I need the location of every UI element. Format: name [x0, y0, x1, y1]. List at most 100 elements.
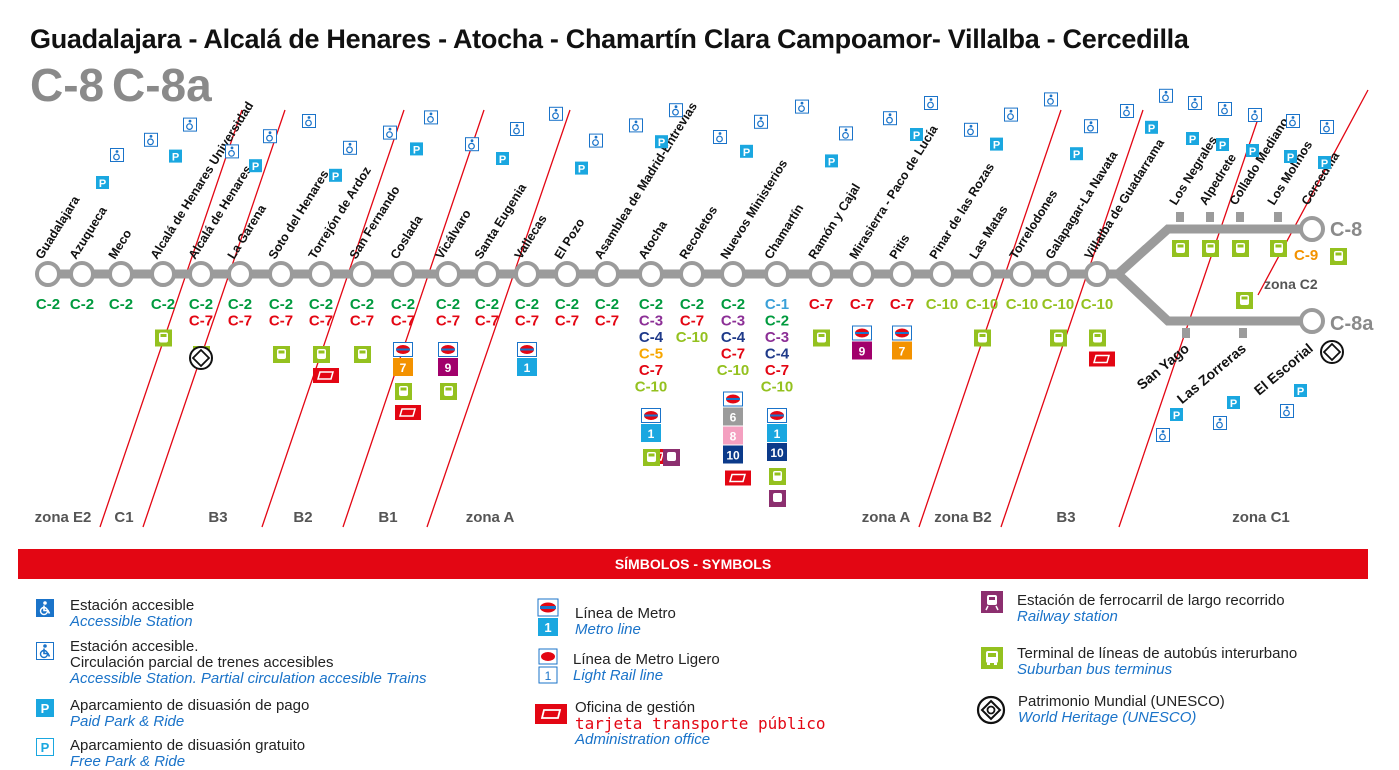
- accessible-icon: [1218, 102, 1232, 116]
- svg-text:P: P: [1249, 146, 1256, 158]
- line-code-c8a: C-8a: [112, 59, 212, 111]
- station-name: Galapagar-La Navata: [1043, 148, 1121, 262]
- accessible-icon: [343, 140, 357, 155]
- parking-icon: P: [1246, 144, 1259, 158]
- svg-text:P: P: [1321, 158, 1328, 170]
- line-badge: C-2: [70, 296, 94, 313]
- line-badge: C-7: [555, 313, 579, 330]
- svg-text:P: P: [743, 147, 750, 159]
- line-badge: C-2: [515, 296, 539, 313]
- svg-text:P: P: [1148, 123, 1155, 135]
- station-dot: [720, 261, 746, 287]
- line-badge: C-4: [721, 329, 746, 346]
- parking-icon: P: [496, 152, 509, 166]
- line-badge: C-2: [391, 296, 415, 313]
- zone-boundary-line: [1000, 109, 1144, 528]
- branch-c8-label: C-8: [1330, 219, 1362, 241]
- parking-icon: P: [1070, 147, 1083, 161]
- accessible-icon: [1188, 96, 1202, 110]
- bus-icon: [273, 346, 290, 363]
- svg-text:P: P: [1287, 152, 1294, 164]
- station-name: Coslada: [388, 212, 426, 262]
- zone-label: B2: [293, 509, 312, 526]
- partial-accessible-icon: [36, 642, 54, 660]
- svg-text:1: 1: [544, 620, 551, 635]
- zone-boundary-line: [1257, 89, 1369, 296]
- accessible-icon: [1044, 92, 1058, 107]
- line-badge: C-7: [639, 362, 663, 379]
- line-badge: C-7: [515, 313, 539, 330]
- accessible-icon: [1004, 107, 1018, 122]
- line-badge: C-10: [717, 362, 750, 379]
- bus-icon: [643, 449, 660, 466]
- station-tick: [1206, 212, 1214, 222]
- station-name: Meco: [106, 227, 135, 262]
- station-dot: [679, 261, 705, 287]
- accessible-icon: [510, 122, 524, 136]
- bus-icon: [313, 346, 330, 363]
- bus-icon: [354, 346, 371, 363]
- accessible-icon: [629, 118, 643, 133]
- svg-text:P: P: [252, 161, 259, 173]
- svg-text:P: P: [1219, 140, 1226, 152]
- svg-text:P: P: [41, 701, 50, 716]
- line-badge: C-10: [966, 296, 999, 313]
- svg-text:1: 1: [545, 669, 552, 683]
- railway-icon: [663, 449, 680, 466]
- zone-label: B3: [208, 509, 227, 526]
- bus-icon: [1172, 240, 1189, 257]
- zone-boundary-line: [142, 109, 286, 528]
- legend-partial-accessible: Estación accesible.Circulación parcial d…: [70, 638, 427, 687]
- zone-boundary-line: [342, 109, 485, 528]
- accessible-icon: [1280, 404, 1294, 418]
- line-badge: C-2: [36, 296, 60, 313]
- accessible-icon: [263, 129, 277, 144]
- accessible-icon: [713, 130, 727, 144]
- parking-icon: P: [655, 135, 668, 149]
- line-badge: C-2: [151, 296, 175, 313]
- line-badge: C-3: [721, 313, 745, 330]
- station-name: El Pozo: [552, 216, 588, 262]
- zone-boundary-line: [99, 109, 243, 528]
- line-badge: C-2: [109, 296, 133, 313]
- station-dot: [514, 261, 540, 287]
- accessible-icon: [383, 125, 397, 140]
- station-dot: [188, 261, 214, 287]
- bus-icon: [1236, 292, 1253, 309]
- zone-boundary-line: [261, 109, 405, 528]
- station-tick: [1274, 212, 1282, 222]
- line-badge: C-10: [1081, 296, 1114, 313]
- railway-icon: [981, 591, 1003, 613]
- station-dot: [390, 261, 416, 287]
- zone-label: zona A: [466, 509, 515, 526]
- unesco-icon: [1320, 340, 1344, 364]
- bus-icon: [155, 329, 172, 347]
- bus-icon: [1202, 240, 1219, 257]
- station-name: Vicálvaro: [433, 207, 474, 262]
- parking-icon: P: [1318, 156, 1331, 170]
- parking-icon: P: [249, 159, 262, 173]
- accessible-icon: [36, 599, 54, 617]
- metro-line-number: 7: [400, 361, 407, 375]
- parking-icon: P: [1227, 396, 1240, 410]
- station-name: Atocha: [636, 217, 671, 261]
- station-dot: [35, 261, 61, 287]
- accessible-icon: [424, 110, 438, 125]
- svg-text:P: P: [1297, 386, 1304, 398]
- accessible-icon: [302, 114, 316, 128]
- svg-text:P: P: [1230, 398, 1237, 410]
- zone-label: zona C1: [1232, 509, 1290, 526]
- svg-text:P: P: [1173, 410, 1180, 422]
- legend-railway: Estación de ferrocarril de largo recorri…: [1017, 592, 1285, 625]
- line-badge: C-2: [269, 296, 293, 313]
- metro-line-number: 7: [899, 345, 906, 359]
